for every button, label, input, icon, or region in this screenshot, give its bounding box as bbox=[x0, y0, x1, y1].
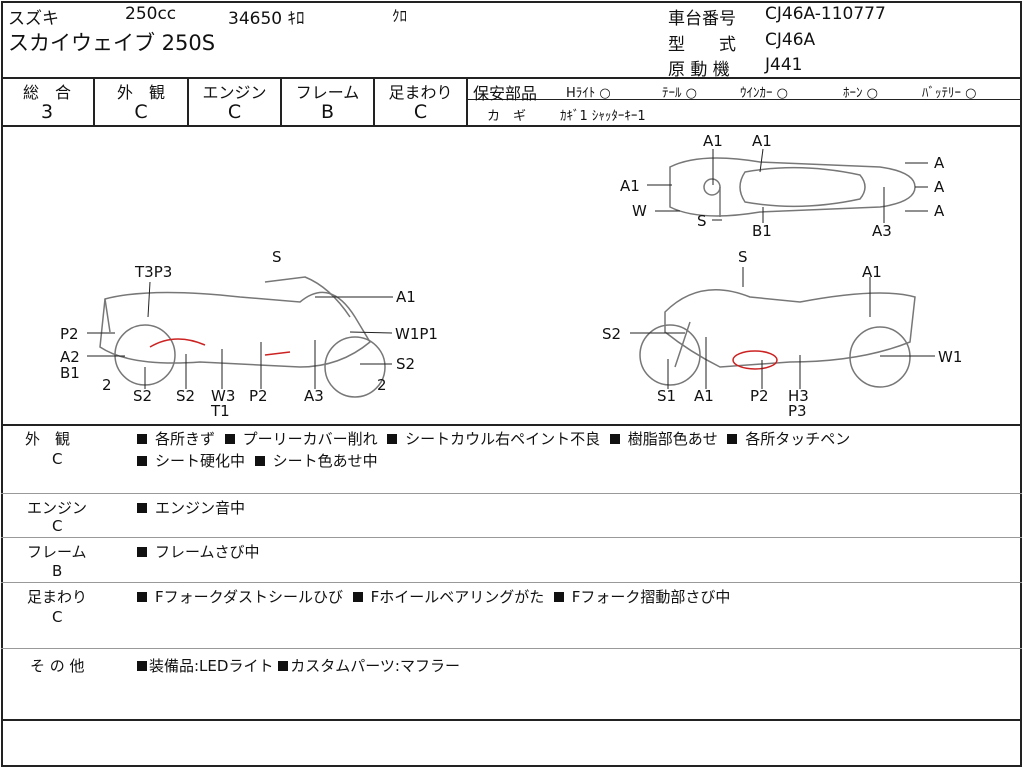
diagram-label: A bbox=[934, 154, 945, 172]
diagram-label: A1 bbox=[620, 177, 640, 195]
remark-line: Fフォークダストシールひび Fホイールベアリングがた Fフォーク摺動部さび中 bbox=[137, 586, 730, 607]
scooter-top-view bbox=[669, 157, 916, 217]
diagram-label: P2 bbox=[750, 387, 769, 405]
safety-winker: ｳｲﾝｶｰ ○ bbox=[740, 86, 788, 101]
diagram-label: A2 bbox=[60, 348, 80, 366]
diagram-label: A1 bbox=[396, 288, 416, 306]
diagram-label: P3 bbox=[788, 402, 807, 420]
diagram-label: H3 bbox=[788, 387, 809, 405]
safety-horn: ﾎｰﾝ ○ bbox=[843, 86, 878, 101]
remark-line: 各所きず プーリーカバー削れ シートカウル右ペイント不良 樹脂部色あせ 各所タッ… bbox=[137, 428, 850, 449]
key-value: ｶｷﾞ1 ｼｬｯﾀｰｷｰ1 bbox=[560, 109, 646, 124]
diagram-label: S1 bbox=[657, 387, 677, 405]
model-name: スカイウェイブ 250S bbox=[8, 31, 216, 55]
diagram-label: P2 bbox=[249, 387, 268, 405]
chassis-label: 車台番号 bbox=[668, 9, 736, 29]
remark-grade-suspension: C bbox=[52, 608, 63, 626]
diagram-label: S bbox=[272, 248, 282, 266]
diagram-label: A bbox=[934, 178, 945, 196]
diagram-label: S2 bbox=[602, 325, 622, 343]
diagram-label: B1 bbox=[60, 364, 80, 382]
remark-category-frame: フレーム bbox=[27, 543, 87, 561]
diagram-label: P2 bbox=[60, 325, 79, 343]
diagram-label: A1 bbox=[862, 263, 882, 281]
damage-diagram bbox=[87, 148, 935, 398]
score-label-exterior: 外 観 bbox=[116, 83, 165, 102]
diagram-label: 2 bbox=[377, 376, 387, 394]
score-frame: B bbox=[320, 101, 335, 123]
key-label: カ ギ bbox=[487, 109, 527, 124]
type-value: CJ46A bbox=[765, 30, 816, 50]
score-label-overall: 総 合 bbox=[22, 83, 71, 102]
scooter-left-view bbox=[99, 276, 386, 398]
remark-category-exterior: 外 観 bbox=[25, 430, 71, 448]
diagram-label: A1 bbox=[703, 132, 723, 150]
diagram-label: A bbox=[934, 202, 945, 220]
remark-grade-frame: B bbox=[52, 562, 63, 580]
safety-battery: ﾊﾞｯﾃﾘｰ ○ bbox=[922, 86, 977, 101]
diagram-label: W1 bbox=[938, 348, 963, 366]
safety-headlight: Hﾗｲﾄ ○ bbox=[566, 86, 611, 101]
engine-value: J441 bbox=[765, 55, 803, 75]
displacement: 250cc bbox=[125, 4, 177, 24]
diagram-label: W1P1 bbox=[395, 325, 438, 343]
score-suspension: C bbox=[413, 101, 428, 123]
safety-label: 保安部品 bbox=[473, 84, 538, 103]
maker: スズキ bbox=[8, 9, 59, 29]
score-label-frame: フレーム bbox=[295, 83, 360, 102]
diagram-label: S2 bbox=[396, 355, 416, 373]
remark-grade-engine: C bbox=[52, 517, 63, 535]
safety-tail: ﾃｰﾙ ○ bbox=[662, 86, 697, 101]
diagram-label: B1 bbox=[752, 222, 772, 240]
chassis-number: CJ46A-110777 bbox=[765, 4, 886, 24]
scooter-right-view bbox=[639, 289, 916, 388]
diagram-label: S2 bbox=[133, 387, 153, 405]
diagram-label: A1 bbox=[694, 387, 714, 405]
score-overall: 3 bbox=[40, 101, 54, 123]
color: ｸﾛ bbox=[392, 7, 408, 25]
remark-line: フレームさび中 bbox=[137, 541, 260, 562]
type-label: 型 式 bbox=[668, 35, 736, 55]
mileage: 34650 ｷﾛ bbox=[228, 9, 305, 29]
remark-category-suspension: 足まわり bbox=[27, 588, 88, 606]
engine-label: 原 動 機 bbox=[668, 60, 730, 80]
diagram-label: 2 bbox=[102, 376, 112, 394]
score-exterior: C bbox=[134, 101, 148, 123]
diagram-label: T3P3 bbox=[135, 263, 173, 281]
score-label-suspension: 足まわり bbox=[388, 83, 453, 102]
remark-line: シート硬化中 シート色あせ中 bbox=[137, 450, 378, 471]
diagram-label: A3 bbox=[304, 387, 324, 405]
remark-category-other: そ の 他 bbox=[30, 657, 85, 675]
remark-line: エンジン音中 bbox=[137, 497, 245, 518]
score-engine: C bbox=[227, 101, 242, 123]
diagram-label: A1 bbox=[752, 132, 772, 150]
remark-line: 装備品:LEDライト カスタムパーツ:マフラー bbox=[137, 655, 460, 676]
remark-category-engine: エンジン bbox=[27, 499, 88, 517]
diagram-label: A3 bbox=[872, 222, 892, 240]
remark-grade-exterior: C bbox=[52, 450, 63, 468]
diagram-label: W3 bbox=[211, 387, 236, 405]
score-label-engine: エンジン bbox=[202, 83, 267, 102]
diagram-label: W bbox=[632, 202, 647, 220]
diagram-label: S bbox=[697, 212, 707, 230]
diagram-label: S bbox=[738, 248, 748, 266]
diagram-label: T1 bbox=[211, 402, 230, 420]
diagram-label: S2 bbox=[176, 387, 196, 405]
